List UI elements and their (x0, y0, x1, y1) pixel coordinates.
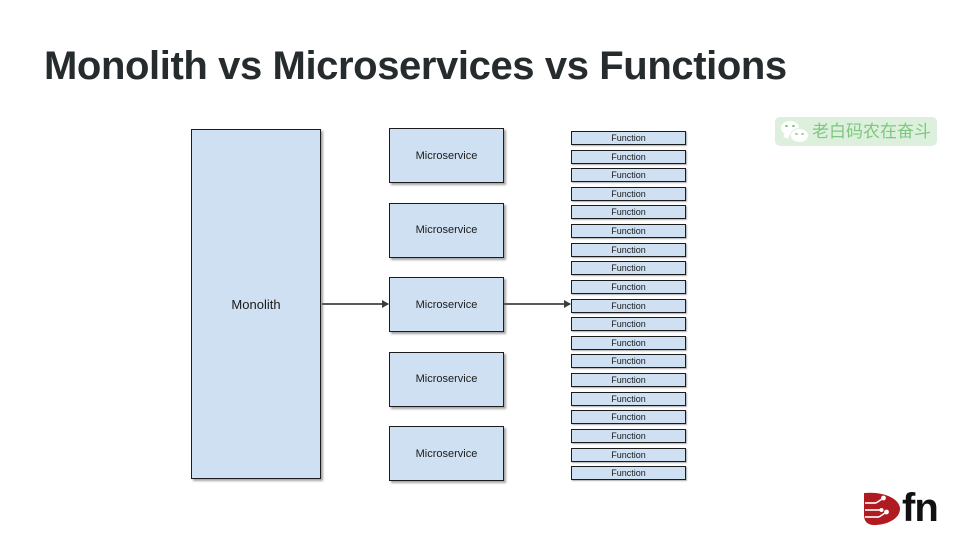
page-title: Monolith vs Microservices vs Functions (44, 44, 787, 88)
function-node: Function (571, 186, 686, 201)
monolith-node: Monolith (191, 129, 321, 479)
function-node-label: Function (611, 356, 646, 367)
function-node: Function (571, 317, 686, 332)
microservice-node-label: Microservice (415, 224, 478, 236)
function-node-label: Function (611, 207, 646, 218)
fn-logo-text: fn (902, 486, 939, 530)
wechat-dot-icon (795, 132, 798, 136)
function-node-label: Function (611, 337, 646, 348)
function-node-label: Function (611, 449, 646, 460)
function-node-label: Function (611, 133, 646, 143)
function-node-label: Function (611, 281, 646, 292)
function-node: Function (571, 168, 686, 183)
function-node-label: Function (611, 300, 646, 311)
function-node-label: Function (611, 412, 646, 423)
function-node-label: Function (611, 188, 646, 199)
microservice-node-label: Microservice (415, 298, 478, 311)
microservice-node-label: Microservice (415, 447, 478, 460)
function-node: Function (571, 410, 686, 425)
wechat-dot-icon (801, 132, 804, 136)
microservice-node: Microservice (389, 202, 504, 258)
function-node-label: Function (611, 468, 646, 479)
function-node: Function (571, 298, 686, 313)
function-node-label: Function (611, 375, 646, 386)
function-node-label: Function (611, 170, 646, 181)
arrow-monolith-to-microservice (322, 300, 389, 308)
function-node: Function (571, 261, 686, 276)
function-node-label: Function (611, 151, 646, 162)
function-node: Function (571, 149, 686, 164)
function-node-label: Function (611, 319, 646, 330)
wechat-dot-icon (785, 124, 788, 128)
arrow-microservice-to-function (504, 300, 571, 308)
wechat-watermark-badge: 老白码农在奋斗 (775, 117, 937, 146)
monolith-node-label: Monolith (231, 296, 281, 312)
wechat-watermark-text: 老白码农在奋斗 (812, 121, 931, 141)
function-node: Function (571, 466, 686, 481)
function-node: Function (571, 447, 686, 462)
function-node: Function (571, 205, 686, 220)
function-node: Function (571, 224, 686, 239)
function-node: Function (571, 242, 686, 257)
fn-project-mark-icon (864, 492, 900, 525)
wechat-dot-icon (792, 124, 795, 128)
function-node-label: Function (611, 244, 646, 255)
function-node: Function (571, 391, 686, 406)
function-node: Function (571, 279, 686, 294)
function-node-label: Function (611, 430, 646, 441)
function-node: Function (571, 354, 686, 369)
microservice-node: Microservice (389, 351, 504, 407)
function-node-label: Function (611, 263, 646, 274)
microservice-node: Microservice (389, 426, 504, 481)
microservice-node: Microservice (389, 128, 504, 183)
function-node: Function (571, 335, 686, 350)
microservice-node-label: Microservice (415, 149, 478, 162)
function-node: Function (571, 373, 686, 388)
wechat-icon (781, 120, 811, 143)
wechat-bubble-small-icon (790, 127, 809, 143)
function-node-label: Function (611, 226, 646, 237)
microservice-node: Microservice (389, 277, 504, 332)
fn-logo: fn (862, 486, 954, 530)
microservice-node-label: Microservice (415, 373, 478, 385)
function-node-label: Function (611, 393, 646, 404)
function-node: Function (571, 428, 686, 443)
function-node: Function (571, 131, 686, 145)
